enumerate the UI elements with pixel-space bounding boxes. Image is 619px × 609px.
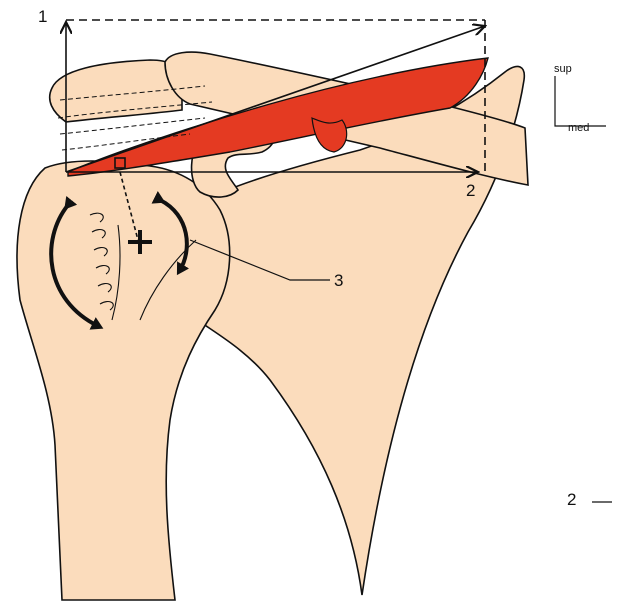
label-vector-1: 1 xyxy=(38,7,47,26)
humerus xyxy=(17,161,230,600)
acromion xyxy=(50,60,182,122)
page-marker: 2 xyxy=(567,490,576,509)
label-med: med xyxy=(568,122,589,134)
muscle-notch xyxy=(312,118,347,152)
orientation-axes-icon xyxy=(555,76,606,126)
label-sup: sup xyxy=(554,63,572,75)
label-center-3: 3 xyxy=(334,271,343,290)
label-vector-2: 2 xyxy=(466,181,475,200)
